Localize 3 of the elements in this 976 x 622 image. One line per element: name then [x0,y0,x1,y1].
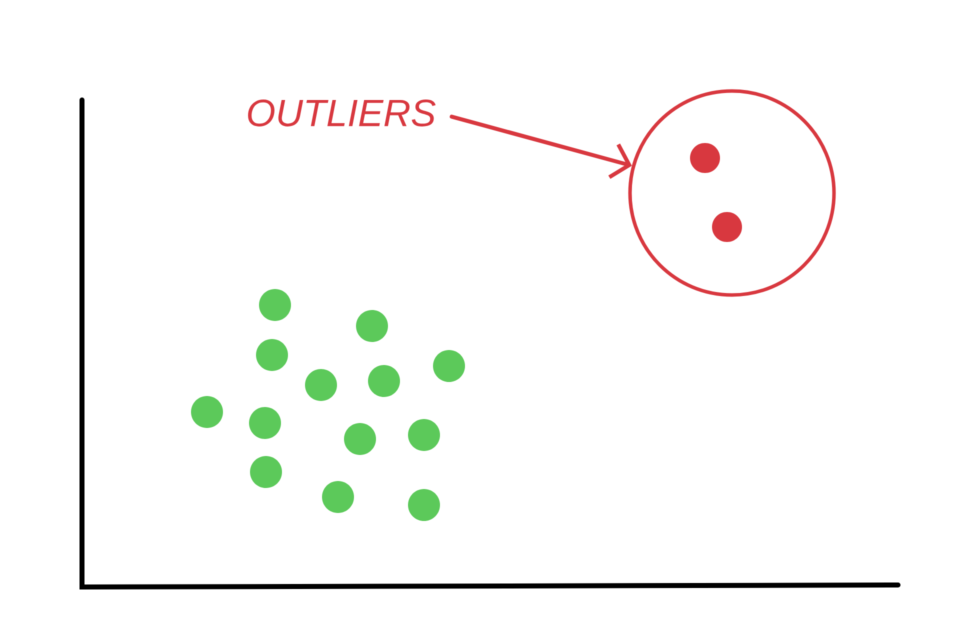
outlier-circle [628,89,836,297]
arrow [450,114,632,179]
outliers-label: OUTLIERS [248,100,436,126]
